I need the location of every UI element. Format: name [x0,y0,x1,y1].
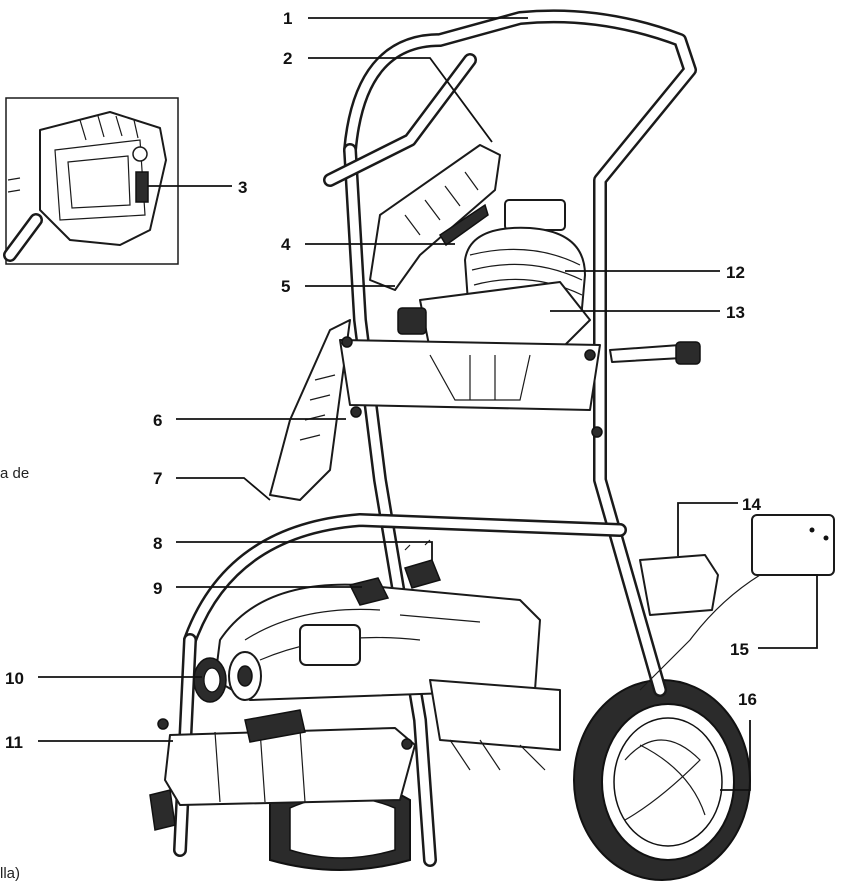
inset-detail [3,97,179,265]
leader-lines [38,17,818,791]
callout-13: 13 [726,303,745,322]
leader-15 [758,574,818,649]
callout-9: 9 [153,579,162,598]
text-fragment-bottom: lla) [0,865,20,882]
leader-7 [176,477,271,501]
callout-3: 3 [238,178,247,197]
callout-15: 15 [730,640,749,659]
callout-12: 12 [726,263,745,282]
callout-14: 14 [742,495,761,514]
cord-holder [149,709,416,831]
callout-10: 10 [5,669,24,688]
callout-6: 6 [153,411,162,430]
callout-5: 5 [281,277,290,296]
text-fragment-left: a de [0,465,29,482]
callout-16: 16 [738,690,757,709]
callout-labels: 1 2 3 4 5 6 7 8 9 10 11 12 13 14 15 16 [5,9,761,752]
spray-gun [269,144,501,501]
control-panel [339,281,701,438]
motor-housing [214,539,561,771]
callout-1: 1 [283,9,292,28]
frame [173,9,697,867]
leader-8 [176,541,433,560]
leader-2 [308,57,493,143]
callout-4: 4 [281,235,291,254]
callout-8: 8 [153,534,162,553]
inlet-connectors [193,651,262,703]
accessory-holder [639,514,835,691]
callout-2: 2 [283,49,292,68]
callout-7: 7 [153,469,162,488]
callout-11: 11 [5,733,23,752]
leader-14 [677,502,738,556]
leader-16 [720,720,751,791]
wheel-right [573,679,751,881]
